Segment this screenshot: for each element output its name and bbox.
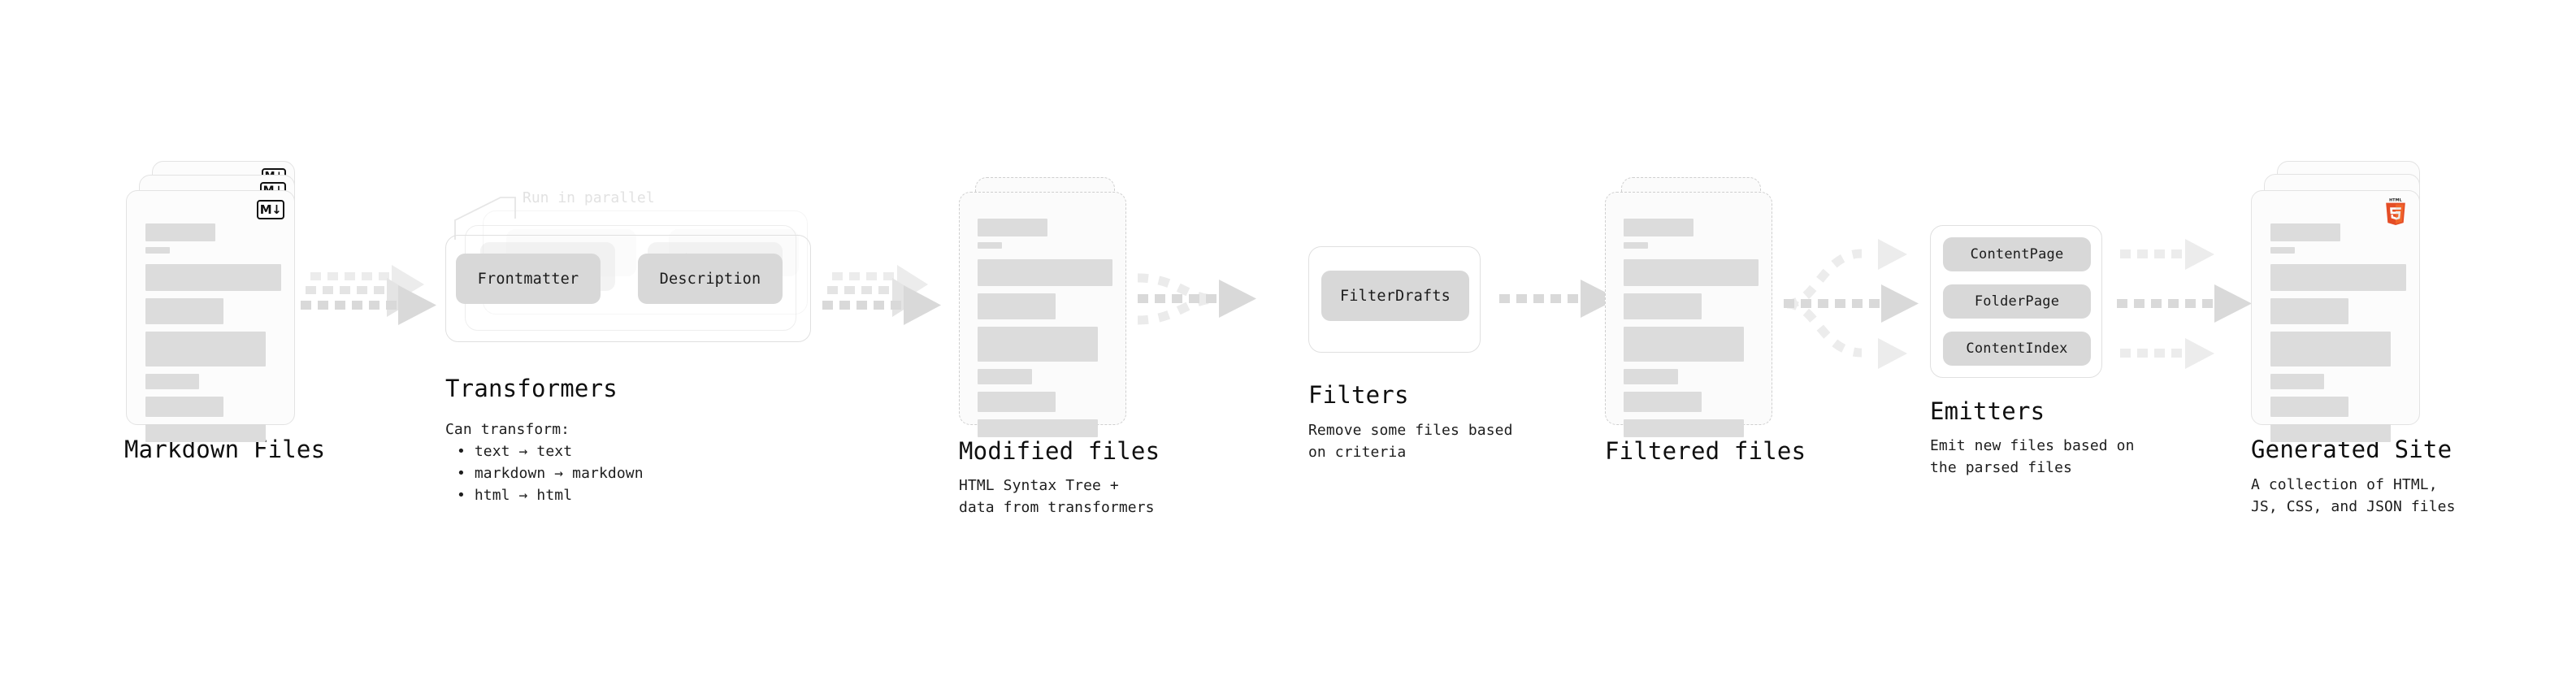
skeleton-bar (145, 332, 267, 367)
skeleton-bar (978, 392, 1056, 412)
markdown-icon: M↓ (257, 200, 284, 219)
filtered-card-front (1605, 192, 1772, 437)
stage-markdown-files: M↓ M↓ M↓ Markdown Files (124, 161, 325, 463)
skeleton-bar (978, 327, 1098, 362)
connector-emitters-to-site (2117, 239, 2252, 369)
stage-title: Emitters (1930, 397, 2045, 425)
connector-transformers-to-modified (822, 265, 941, 325)
filtered-card-stack (1605, 177, 1780, 437)
skeleton-bar (145, 264, 281, 291)
markdown-card-front: M↓ (126, 190, 295, 442)
skeleton-bar (1624, 392, 1702, 412)
document-skeleton (978, 219, 1112, 437)
skeleton-bar (2270, 397, 2349, 417)
skeleton-bar (978, 219, 1048, 236)
transformer-panel-front: Frontmatter Description (445, 235, 811, 342)
skeleton-bar (145, 397, 224, 417)
document-skeleton (2270, 223, 2406, 442)
skeleton-bar (145, 374, 200, 389)
emitter-chip-folderpage[interactable]: FolderPage (1943, 284, 2091, 319)
site-card-html: HTML (2251, 190, 2420, 442)
connector-modified-to-filters (1137, 273, 1256, 325)
document-skeleton (1624, 219, 1759, 437)
site-card-stack: CSS HTML (2251, 161, 2426, 442)
stage-generated-site: CSS HTML (2251, 161, 2455, 515)
connector-filtered-to-emitters (1784, 239, 1919, 369)
stage-title: Filtered files (1605, 437, 1806, 465)
modified-card-front (959, 192, 1126, 437)
connector-filters-to-filtered (1499, 280, 1618, 318)
skeleton-bar (978, 369, 1032, 384)
skeleton-bar (2270, 374, 2325, 389)
run-in-parallel-label: Run in parallel (523, 189, 655, 206)
stage-modified-files: Modified files HTML Syntax Tree + data f… (959, 177, 1160, 516)
transform-bullet: • text → text (457, 443, 573, 460)
skeleton-bar (1624, 327, 1744, 362)
transformer-chip-description[interactable]: Description (638, 254, 783, 304)
skeleton-bar (145, 424, 267, 442)
emitter-chip-contentindex[interactable]: ContentIndex (1943, 332, 2091, 366)
modified-card-stack (959, 177, 1134, 437)
skeleton-bar (2270, 247, 2295, 254)
skeleton-bar (978, 242, 1003, 249)
skeleton-bar (2270, 424, 2392, 442)
svg-text:HTML: HTML (2389, 197, 2402, 202)
filter-chip-filterdrafts[interactable]: FilterDrafts (1321, 271, 1469, 321)
skeleton-bar (1624, 242, 1649, 249)
stage-subtitle: HTML Syntax Tree + data from transformer… (959, 477, 1155, 517)
skeleton-bar (145, 223, 216, 241)
transform-bullet: • html → html (457, 487, 573, 504)
skeleton-bar (1624, 419, 1744, 437)
skeleton-bar (145, 298, 224, 324)
skeleton-bar (978, 419, 1098, 437)
emitters-panel: ContentPage FolderPage ContentIndex (1930, 225, 2102, 378)
skeleton-bar (1624, 369, 1678, 384)
skeleton-bar (2270, 223, 2341, 241)
skeleton-bar (978, 293, 1056, 319)
transformer-chip-frontmatter[interactable]: Frontmatter (456, 254, 601, 304)
markdown-card-stack: M↓ M↓ M↓ (126, 161, 301, 442)
filters-panel: FilterDrafts (1308, 246, 1481, 353)
stage-subtitle: Remove some files based on criteria (1308, 422, 1513, 462)
skeleton-bar (2270, 264, 2406, 291)
stage-title: Filters (1308, 381, 1409, 409)
document-skeleton (145, 223, 281, 442)
skeleton-bar (1624, 259, 1759, 286)
skeleton-bar (978, 259, 1112, 286)
skeleton-bar (1624, 219, 1694, 236)
skeleton-bar (145, 247, 170, 254)
transform-bullet: • markdown → markdown (457, 465, 644, 482)
skeleton-bar (2270, 298, 2349, 324)
emitter-chip-contentpage[interactable]: ContentPage (1943, 237, 2091, 271)
stage-subtitle: Can transform: (445, 421, 570, 438)
connector-markdown-to-transformers (301, 265, 436, 325)
skeleton-bar (1624, 293, 1702, 319)
html5-icon: HTML (2383, 197, 2408, 225)
stage-subtitle: A collection of HTML, JS, CSS, and JSON … (2251, 476, 2456, 516)
skeleton-bar (2270, 332, 2392, 367)
stage-subtitle: Emit new files based on the parsed files (1930, 437, 2135, 477)
stage-filtered-files: Filtered files (1605, 177, 1806, 465)
stage-title: Modified files (959, 437, 1160, 465)
stage-title: Transformers (445, 375, 618, 402)
